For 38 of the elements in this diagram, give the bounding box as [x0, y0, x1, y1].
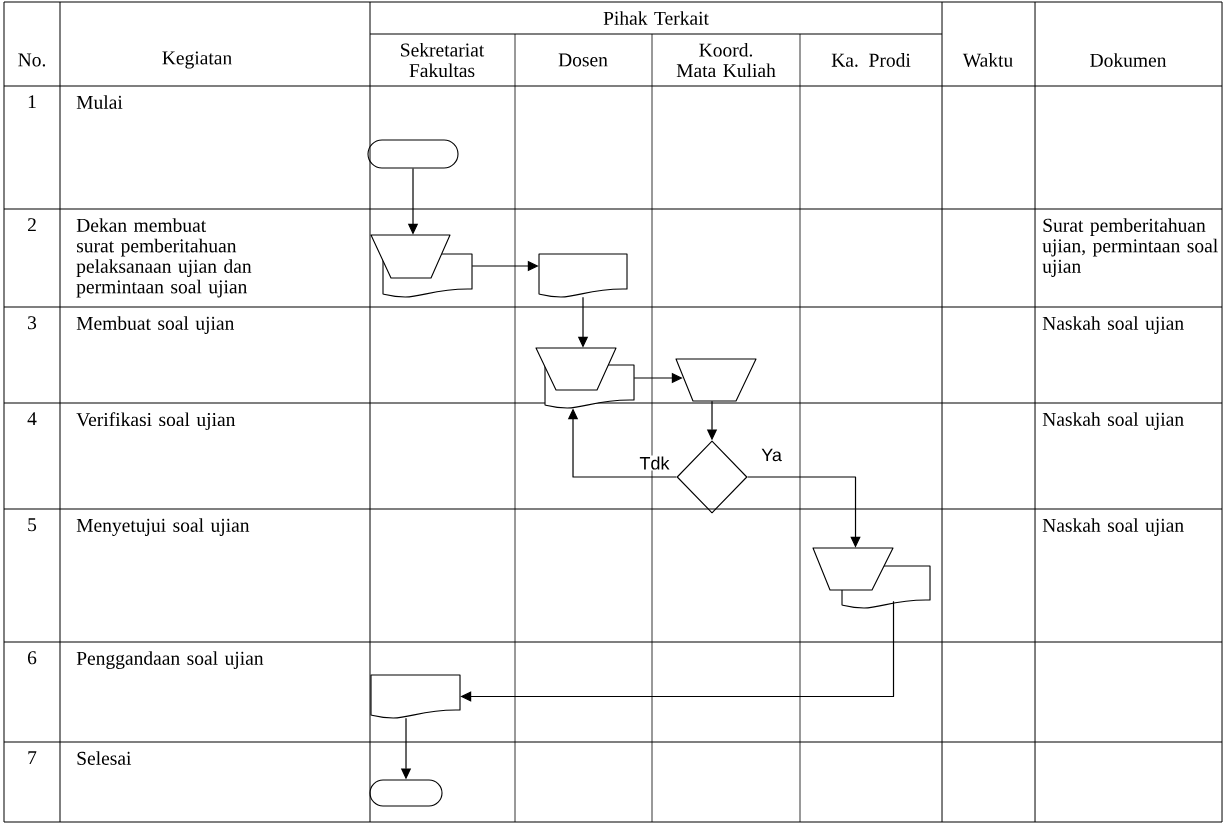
column-header: Waktu [962, 53, 1013, 67]
column-header: Pihak Terkait [603, 11, 709, 25]
row-number: 2 [28, 218, 36, 232]
row-number: 3 [28, 316, 37, 330]
column-header: Dosen [558, 53, 608, 67]
document-text: Naskah soal ujian [1042, 412, 1184, 430]
activity-text: Mulai [76, 95, 123, 109]
column-header: Koord. Mata Kuliah [676, 42, 776, 78]
manual-operation-shape [675, 358, 757, 402]
row-number: 5 [28, 518, 37, 532]
row-number: 7 [28, 751, 37, 764]
activity-text: Membuat soal ujian [76, 316, 235, 334]
column-header: Ka. Prodi [831, 53, 911, 67]
document-shape [812, 547, 931, 609]
activity-text: Penggandaan soal ujian [76, 651, 264, 669]
activity-text: Dekan membuat surat pemberitahuan pelaksanaan ujian dan permintaan soal ujian [76, 218, 252, 298]
row-number: 1 [28, 95, 36, 109]
row-number: 4 [27, 412, 37, 426]
terminator-shape [369, 779, 443, 807]
document-text: Surat pemberitahuan ujian, permintaan soal ujian [1042, 218, 1218, 277]
activity-text: Menyetujui soal ujian [76, 518, 250, 536]
row-number: 6 [27, 651, 37, 665]
column-header: No. [18, 53, 46, 67]
column-header: Kegiatan [162, 51, 232, 69]
document-shape [535, 347, 635, 409]
activity-text: Verifikasi soal ujian [76, 412, 236, 431]
column-header: Dokumen [1090, 53, 1167, 67]
document-text: Naskah soal ujian [1042, 518, 1184, 536]
edge-label: Ya [760, 447, 783, 463]
document-shape [370, 234, 473, 298]
terminator-shape [367, 139, 459, 169]
column-header: Sekretariat Fakultas [401, 42, 485, 78]
edge-label: Tdk [638, 455, 671, 471]
document-shape [538, 253, 628, 298]
document-text: Naskah soal ujian [1042, 316, 1184, 334]
document-shape [370, 674, 461, 719]
decision-diamond [676, 440, 748, 514]
activity-text: Selesai [77, 751, 132, 765]
